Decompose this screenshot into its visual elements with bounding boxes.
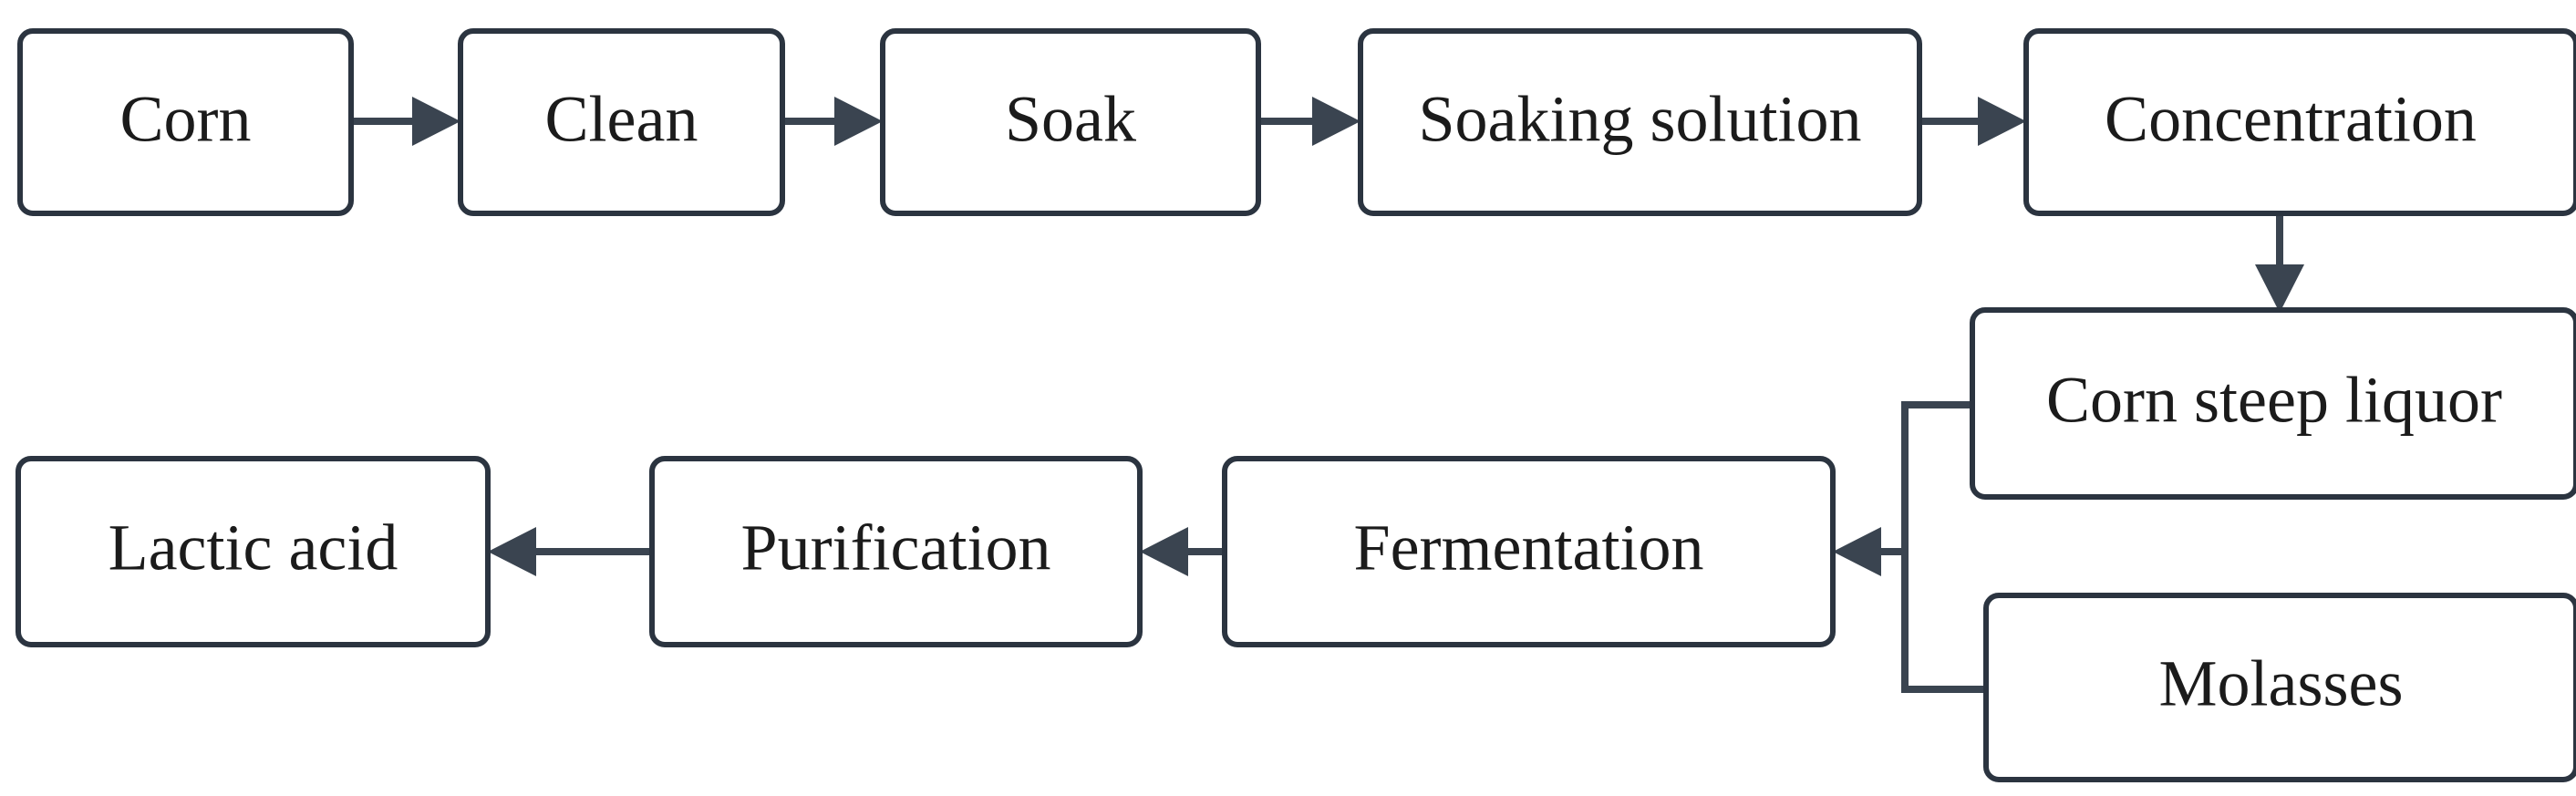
edge-merge-to-fermentation (1833, 401, 1986, 693)
edge-soak-to-soaking (1258, 97, 1360, 146)
node-lactic-acid-label: Lactic acid (109, 512, 398, 584)
node-clean-label: Clean (545, 83, 698, 156)
node-soak-box[interactable] (880, 28, 1261, 216)
node-fermentation-box[interactable] (1222, 456, 1836, 647)
node-purification-label: Purification (741, 512, 1051, 584)
node-purification-box[interactable] (649, 456, 1143, 647)
edge-fermentation-to-purification (1140, 527, 1225, 576)
node-corn-label: Corn (120, 83, 252, 156)
node-concentration[interactable]: Concentration (2023, 28, 2576, 216)
node-corn-steep-liquor[interactable]: Corn steep liquor (1970, 307, 2576, 500)
edge-clean-to-soak (782, 97, 883, 146)
node-soaking-solution-box[interactable] (1358, 28, 1922, 216)
node-concentration-box[interactable] (2023, 28, 2576, 216)
node-lactic-acid[interactable]: Lactic acid (16, 456, 491, 647)
edge-soaking-to-concentration (1919, 97, 2026, 146)
node-soaking-solution[interactable]: Soaking solution (1358, 28, 1922, 216)
node-soaking-solution-label: Soaking solution (1418, 83, 1861, 156)
edge-purification-to-lactic-acid-arrowhead (488, 527, 536, 576)
node-soak-label: Soak (1005, 83, 1136, 156)
node-corn-steep-liquor-box[interactable] (1970, 307, 2576, 500)
edge-soak-to-soaking-arrowhead (1312, 97, 1360, 146)
edge-layer (351, 97, 2304, 693)
edge-merge-to-fermentation-arrowhead (1833, 527, 1881, 576)
edge-concentration-to-corn-steep-liquor (2255, 213, 2304, 313)
node-purification[interactable]: Purification (649, 456, 1143, 647)
node-fermentation-label: Fermentation (1354, 512, 1704, 584)
edge-corn-to-clean (351, 97, 460, 146)
edge-soaking-to-concentration-arrowhead (1978, 97, 2026, 146)
edge-concentration-to-csl-arrowhead (2255, 264, 2304, 313)
node-clean-box[interactable] (458, 28, 785, 216)
node-clean[interactable]: Clean (458, 28, 785, 216)
node-molasses-box[interactable] (1983, 593, 2576, 782)
node-corn[interactable]: Corn (17, 28, 354, 216)
node-fermentation[interactable]: Fermentation (1222, 456, 1836, 647)
edge-purification-to-lactic-acid (488, 527, 652, 576)
node-soak[interactable]: Soak (880, 28, 1261, 216)
edge-clean-to-soak-arrowhead (834, 97, 883, 146)
node-corn-steep-liquor-label: Corn steep liquor (2046, 364, 2502, 437)
node-concentration-label: Concentration (2105, 83, 2477, 156)
node-layer: Corn Clean Soak Soaking solution Concent… (16, 28, 2576, 782)
node-molasses[interactable]: Molasses (1983, 593, 2576, 782)
edge-corn-to-clean-arrowhead (412, 97, 460, 146)
node-molasses-label: Molasses (2159, 647, 2404, 720)
edge-fermentation-to-purification-arrowhead (1140, 527, 1188, 576)
node-corn-box[interactable] (17, 28, 354, 216)
node-lactic-acid-box[interactable] (16, 456, 491, 647)
